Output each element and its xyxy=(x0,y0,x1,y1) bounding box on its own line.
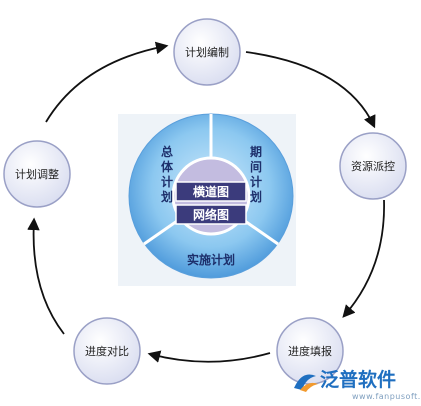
gantt-box-label: 横道图 xyxy=(193,184,229,199)
sector-impl-label: 实施计划 xyxy=(187,252,235,267)
watermark: 泛普软件 xyxy=(294,368,396,392)
node-resource-control-label: 资源派控 xyxy=(351,159,395,173)
arrow-compile-to-resource xyxy=(245,51,376,129)
node-progress-compare-label: 进度对比 xyxy=(85,344,129,358)
brand-site: www.fanpusoft.com xyxy=(352,392,421,401)
brand-logo-icon xyxy=(294,374,318,392)
brand-name: 泛普软件 xyxy=(320,368,396,391)
network-box xyxy=(175,204,247,225)
arrow-compare-to-adjust xyxy=(27,217,65,335)
hub-divider-right xyxy=(241,217,279,246)
node-resource-control: 资源派控 xyxy=(339,132,407,200)
sector-period-label: 期间计划 xyxy=(250,144,262,204)
node-plan-adjust-label: 计划调整 xyxy=(15,167,59,181)
network-box-label: 网络图 xyxy=(193,207,229,222)
node-progress-report: 进度填报 xyxy=(276,317,344,385)
arrow-report-to-compare xyxy=(147,350,271,363)
node-plan-adjust: 计划调整 xyxy=(3,140,71,208)
center-hub: 总体计划 期间计划 实施计划 横道图 网络图 xyxy=(118,113,296,286)
hub-divider-left xyxy=(143,217,181,246)
node-plan-compile-label: 计划编制 xyxy=(185,45,229,59)
node-progress-report-label: 进度填报 xyxy=(288,344,332,358)
cycle-arrows xyxy=(27,41,385,363)
gantt-box xyxy=(175,181,247,202)
arrow-adjust-to-compile xyxy=(45,41,169,123)
arrow-resource-to-report xyxy=(342,199,385,318)
node-plan-compile: 计划编制 xyxy=(173,18,241,86)
node-progress-compare: 进度对比 xyxy=(73,317,141,385)
sector-total-label: 总体计划 xyxy=(161,144,174,204)
